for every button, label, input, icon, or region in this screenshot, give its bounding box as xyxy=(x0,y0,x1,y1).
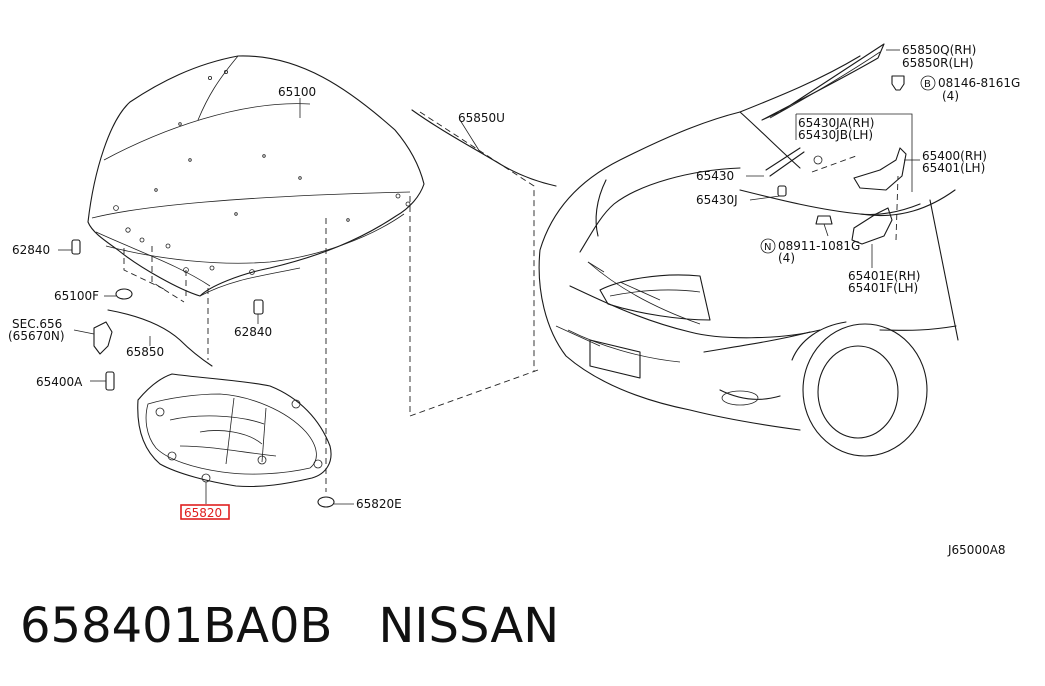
label-65850r: 65850R(LH) xyxy=(902,56,974,70)
bolt-65400a xyxy=(90,371,115,391)
label-08146-qty: (4) xyxy=(942,89,959,103)
nut-n xyxy=(760,215,833,254)
label-65100f: 65100F xyxy=(54,289,99,303)
label-sec-656-ref: (65670N) xyxy=(8,329,65,343)
label-65430jb: 65430JB(LH) xyxy=(798,128,873,142)
hood-hinge xyxy=(813,147,920,191)
label-08911: 08911-1081G xyxy=(778,239,860,253)
label-65401e: 65401E(RH) xyxy=(848,269,920,283)
label-65850u: 65850U xyxy=(458,111,505,125)
hinge-lower xyxy=(851,207,893,268)
hood-insulator xyxy=(137,373,332,504)
stay-ball-joint xyxy=(749,185,787,201)
caption: 658401BA0B NISSAN xyxy=(20,596,1030,656)
part-number: 658401BA0B xyxy=(20,598,333,654)
label-65430j: 65430J xyxy=(696,193,738,207)
clip-65820e xyxy=(317,496,354,508)
symbol-n: N xyxy=(764,242,771,253)
bracket-62840-left xyxy=(58,239,81,255)
label-65100: 65100 xyxy=(278,85,316,99)
hood-stay xyxy=(746,147,805,177)
figure-code: J65000A8 xyxy=(947,543,1006,557)
label-65430: 65430 xyxy=(696,169,734,183)
bracket-62840-mid xyxy=(253,299,264,324)
cowl-seal xyxy=(761,43,900,121)
label-08911-qty: (4) xyxy=(778,251,795,265)
label-65400a: 65400A xyxy=(36,375,83,389)
stopper-65100f xyxy=(104,288,133,300)
label-65400: 65400(RH) xyxy=(922,149,987,163)
label-65850: 65850 xyxy=(126,345,164,359)
brand-name: NISSAN xyxy=(378,598,560,654)
label-65430ja: 65430JA(RH) xyxy=(798,116,874,130)
label-65820: 65820 xyxy=(184,506,222,520)
car-body xyxy=(538,55,959,457)
bolt-b xyxy=(891,75,936,91)
label-65850q: 65850Q(RH) xyxy=(902,43,976,57)
label-65401f: 65401F(LH) xyxy=(848,281,918,295)
weatherstrip-65850u xyxy=(411,109,557,187)
hood-rod xyxy=(107,309,213,367)
symbol-b: B xyxy=(924,79,931,90)
guide-lines xyxy=(123,111,899,492)
hood-lock xyxy=(73,321,113,355)
label-62840-left: 62840 xyxy=(12,243,50,257)
label-65820e: 65820E xyxy=(356,497,402,511)
hood-panel xyxy=(87,55,425,297)
label-65401: 65401(LH) xyxy=(922,161,985,175)
parts-diagram: 62840 65100F 62840 SEC.656 (65670N) 6585… xyxy=(8,43,1020,557)
stay-bracket-group xyxy=(795,113,913,192)
label-62840-mid: 62840 xyxy=(234,325,272,339)
label-sec-656: SEC.656 xyxy=(12,317,62,331)
highlight-box xyxy=(180,504,230,520)
label-08146: 08146-8161G xyxy=(938,76,1020,90)
